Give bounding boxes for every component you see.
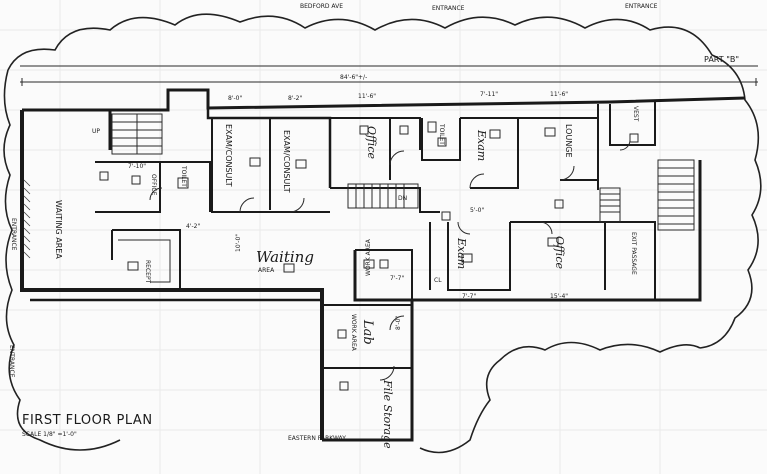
revision-cloud-bottom bbox=[419, 341, 701, 454]
dim-3: 11'-6" bbox=[358, 93, 376, 100]
room-vest: VEST bbox=[632, 106, 639, 122]
door-swings bbox=[149, 139, 631, 381]
room-work-area-2: WORK AREA bbox=[350, 314, 357, 352]
dim-13: 5'-0" bbox=[470, 207, 484, 214]
hatched-walls bbox=[23, 179, 31, 259]
drawing-title: FIRST FLOOR PLAN bbox=[22, 413, 153, 428]
room-office-left: OFFICE bbox=[150, 174, 157, 196]
room-toilet-left: TOILET bbox=[180, 165, 187, 187]
dim-12: 4'-2" bbox=[186, 223, 200, 230]
room-cl: CL bbox=[434, 277, 442, 284]
dim-6: 7'-10" bbox=[128, 163, 146, 170]
stair-up-note: UP bbox=[92, 128, 100, 135]
reception-counter bbox=[118, 239, 171, 283]
room-recept: RECEPT bbox=[144, 260, 151, 284]
exterior-walls bbox=[20, 88, 746, 442]
room-exam-consult-1: EXAM/CONSULT bbox=[224, 124, 233, 187]
stair-top-left bbox=[111, 113, 163, 155]
interior-walls bbox=[95, 102, 656, 369]
stair-exit-passage bbox=[599, 187, 621, 223]
drawing-scale: SCALE 1/8" =1'-0" bbox=[22, 431, 77, 438]
entrance-top-center: ENTRANCE bbox=[432, 5, 465, 12]
dim-11: 8'-0" bbox=[395, 316, 402, 330]
stair-dn-note: DN bbox=[398, 195, 407, 202]
street-top-label: BEDFORD AVE bbox=[300, 3, 343, 10]
part-label: PART "B" bbox=[704, 55, 739, 64]
dim-1: 8'-0" bbox=[228, 95, 242, 102]
room-work-area-1: WORK AREA bbox=[365, 238, 372, 276]
room-lab: Lab bbox=[360, 319, 375, 345]
room-office-mid: Office bbox=[553, 236, 566, 269]
street-bottom-label: EASTERN PARKWAY bbox=[288, 435, 346, 442]
fixtures bbox=[99, 121, 639, 391]
stair-center bbox=[347, 183, 419, 209]
room-office-top: Office bbox=[365, 126, 378, 159]
revision-cloud-left bbox=[3, 69, 121, 451]
entrance-left-lower: ENTRANCE bbox=[8, 345, 15, 378]
entrance-top-right: ENTRANCE bbox=[625, 3, 658, 10]
room-lounge: LOUNGE bbox=[564, 124, 573, 158]
room-waiting-main: Waiting bbox=[256, 248, 314, 266]
room-waiting-area-left: WAITING AREA bbox=[54, 200, 63, 259]
room-exam-consult-2: EXAM/CONSULT bbox=[282, 130, 291, 193]
dim-9: 7'-7" bbox=[390, 275, 404, 282]
dim-4: 7'-11" bbox=[480, 91, 498, 98]
entrance-left-upper: ENTRANCE bbox=[10, 218, 17, 251]
room-exit-passage: EXIT PASSAGE bbox=[630, 232, 637, 275]
room-file-storage: File Storage bbox=[381, 379, 394, 449]
room-toilet-top: TOILET bbox=[438, 123, 445, 145]
stair-right bbox=[657, 159, 695, 231]
dim-8: 7'-7" bbox=[462, 293, 476, 300]
dim-2: 8'-2" bbox=[288, 95, 302, 102]
dim-10: 15'-4" bbox=[550, 293, 568, 300]
room-exam-mid: Exam bbox=[455, 237, 468, 269]
dim-7: 10'-0" bbox=[235, 234, 242, 252]
room-exam-top: Exam bbox=[475, 129, 488, 161]
overall-dimension: 84'-6"+/- bbox=[340, 74, 367, 81]
revision-cloud-top bbox=[7, 13, 762, 349]
dim-5: 11'-6" bbox=[550, 91, 568, 98]
room-waiting-main-sub: AREA bbox=[258, 267, 275, 274]
